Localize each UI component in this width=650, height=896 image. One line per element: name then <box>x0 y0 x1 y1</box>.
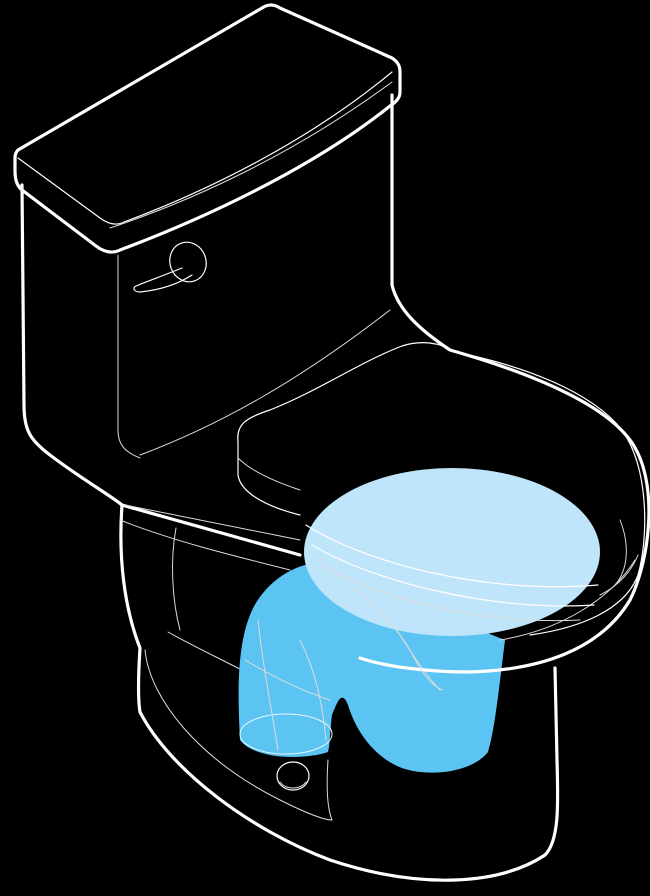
tank-front-bottom <box>140 310 390 455</box>
seat-layer-3 <box>600 555 638 595</box>
seat-layer-2 <box>615 520 626 585</box>
flush-handle-lever[interactable] <box>134 268 192 292</box>
tank-lid <box>15 5 400 252</box>
bolt-cap <box>277 762 309 790</box>
tank-lid-outline <box>15 5 400 252</box>
pedestal-front-line <box>327 760 332 820</box>
tank <box>22 95 392 570</box>
tank-base-line <box>125 505 300 540</box>
flush-handle-escutcheon <box>164 237 212 287</box>
flush-handle[interactable] <box>134 237 212 292</box>
bolt-cap-shape <box>277 762 309 790</box>
tank-lid-edge <box>18 72 392 224</box>
pedestal-skirt-line <box>173 528 180 630</box>
seat-front-edge <box>238 442 300 515</box>
seat-layer-1 <box>238 458 300 490</box>
